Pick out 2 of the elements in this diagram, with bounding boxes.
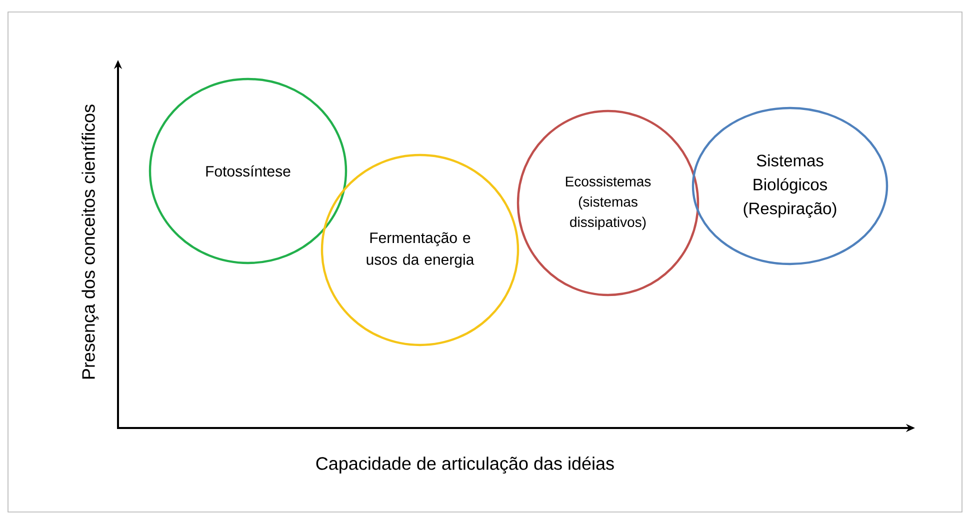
- axis-label: Presença dos conceitos científicos: [81, 104, 99, 379]
- axis-label: Capacidade de articulação das idéias: [316, 456, 614, 474]
